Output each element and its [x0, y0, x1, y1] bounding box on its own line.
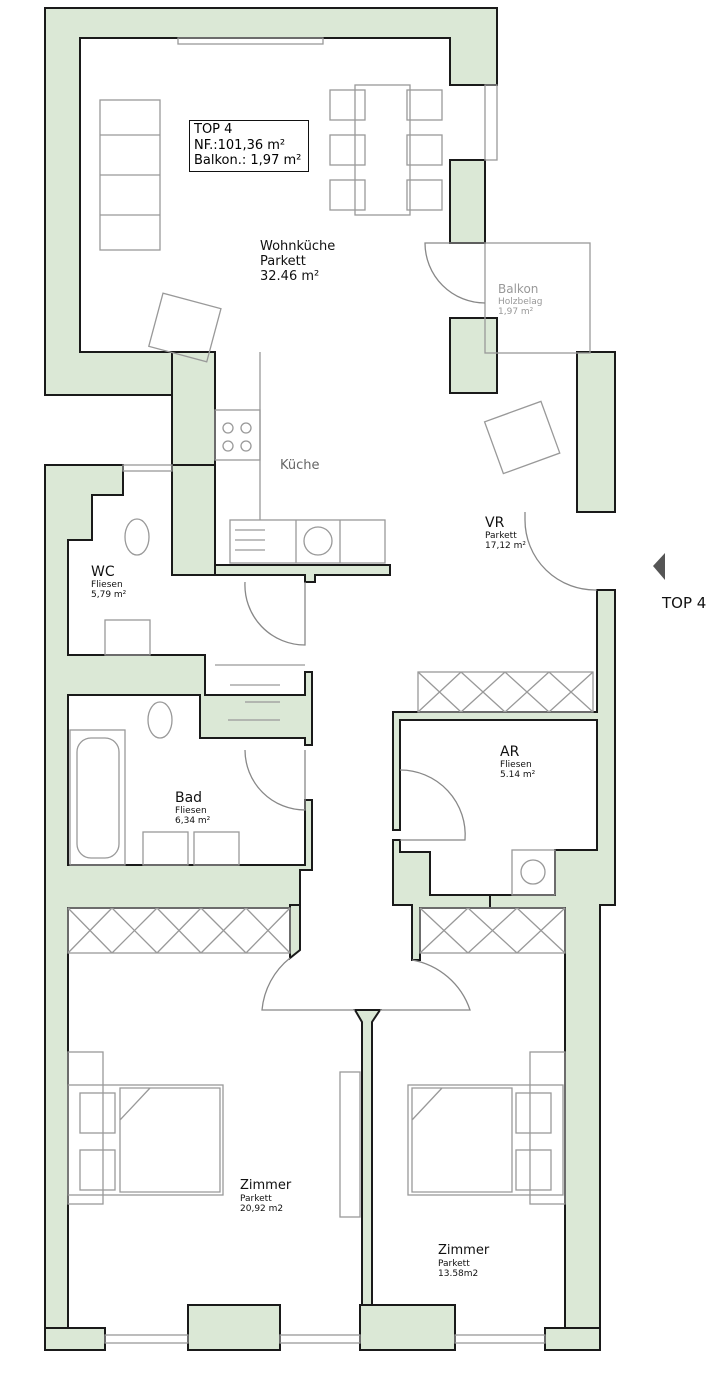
room-label-zimmer-1: Zimmer Parkett 20,92 m2 [240, 1178, 292, 1215]
room-name: AR [500, 744, 520, 760]
room-area: 5.14 m² [500, 770, 536, 781]
room-label-vr: VR Parkett 17,12 m² [485, 515, 526, 552]
sink [142, 831, 189, 866]
toilet [124, 518, 150, 556]
entrance-arrow-icon [653, 553, 665, 580]
walls [44, 7, 616, 1351]
dining-table [354, 84, 411, 216]
room-name: Zimmer [438, 1243, 490, 1258]
wall-door-jamb [289, 904, 301, 961]
room-area: 32.46 m² [260, 268, 320, 284]
room-floor: Holzbelag [498, 296, 543, 307]
room-floor: Fliesen [91, 580, 123, 591]
bed-right [407, 1051, 566, 1205]
room-name: Bad [175, 790, 203, 806]
window [104, 1334, 189, 1344]
window [454, 1334, 546, 1344]
room-name: VR [485, 515, 505, 531]
chair [406, 134, 443, 166]
sink [104, 619, 151, 656]
info-area: NF.:101,36 m² [194, 137, 286, 153]
wall-south [44, 1327, 106, 1351]
balcony-outline [484, 242, 591, 354]
window [177, 37, 324, 45]
chair [406, 89, 443, 121]
room-label-bad: Bad Fliesen 6,34 m² [175, 790, 210, 827]
wall-ar [392, 839, 491, 961]
room-label-ar: AR Fliesen 5.14 m² [500, 744, 535, 781]
wall-wc [171, 464, 216, 576]
info-title: TOP 4 [194, 122, 233, 137]
room-floor: Fliesen [175, 806, 207, 817]
kitchen-counter [229, 519, 386, 564]
room-name: Wohnküche [260, 239, 336, 254]
bathtub-frame [69, 729, 126, 866]
toilet [147, 701, 173, 739]
dishwasher-icon [303, 526, 333, 556]
windows [104, 37, 546, 1344]
door-wc[interactable] [244, 581, 306, 646]
entrance-label: TOP 4 [662, 594, 707, 612]
doors [244, 242, 598, 1011]
bed-left [67, 1051, 224, 1205]
room-floor: Parkett [485, 531, 517, 542]
room-floor: Fliesen [500, 760, 532, 771]
wall-west [44, 464, 313, 1329]
door-zimmer-right[interactable] [380, 959, 471, 1011]
wall-pier [449, 159, 486, 244]
window [279, 1334, 361, 1344]
room-label-wohnkueche: Wohnküche Parkett 32.46 m² [260, 239, 336, 285]
info-balcony: Balkon.: 1,97 m² [194, 153, 302, 169]
chair [406, 179, 443, 211]
door-zimmer-left[interactable] [261, 957, 355, 1011]
room-name: Balkon [498, 282, 539, 296]
room-area: 20,92 m2 [240, 1204, 284, 1215]
armchair [483, 400, 561, 475]
room-floor: Parkett [438, 1258, 470, 1269]
room-floor: Parkett [260, 253, 306, 269]
wall-pier [449, 317, 498, 394]
room-area: 5,79 m² [91, 590, 127, 601]
room-floor: Parkett [240, 1193, 272, 1204]
apartment-info-box: TOP 4 NF.:101,36 m² Balkon.: 1,97 m² [189, 120, 309, 172]
room-area: 6,34 m² [175, 816, 211, 827]
sink [193, 831, 240, 866]
wall-south [544, 1327, 601, 1351]
room-label-balkon: Balkon Holzbelag 1,97 m² [498, 282, 543, 318]
window [484, 84, 498, 161]
wardrobe [67, 671, 594, 954]
room-name: WC [91, 564, 115, 580]
window [122, 464, 173, 472]
wall-north-west [44, 7, 498, 396]
washing-machine [511, 849, 556, 896]
chair [329, 134, 366, 166]
wall-partition [353, 1009, 382, 1333]
room-label-kueche: Küche [280, 458, 320, 473]
wardrobe-small [339, 1071, 361, 1218]
room-name: Zimmer [240, 1178, 292, 1193]
wall-south [359, 1304, 456, 1351]
chair [329, 89, 366, 121]
door-balcony[interactable] [424, 242, 486, 304]
furniture [67, 84, 594, 1218]
room-area: 13.58m2 [438, 1269, 479, 1280]
room-label-zimmer-2: Zimmer Parkett 13.58m2 [438, 1243, 490, 1280]
room-area: 1,97 m² [498, 307, 534, 318]
chair [329, 179, 366, 211]
wall-east-upper [576, 351, 616, 513]
door-ar[interactable] [399, 769, 466, 841]
room-label-wc: WC Fliesen 5,79 m² [91, 564, 126, 601]
armchair [147, 292, 222, 363]
door-bad[interactable] [244, 749, 306, 811]
door-entrance[interactable] [524, 512, 598, 591]
room-area: 17,12 m² [485, 541, 527, 552]
wall-south [187, 1304, 281, 1351]
bathtub [76, 737, 120, 859]
stove [214, 409, 261, 461]
